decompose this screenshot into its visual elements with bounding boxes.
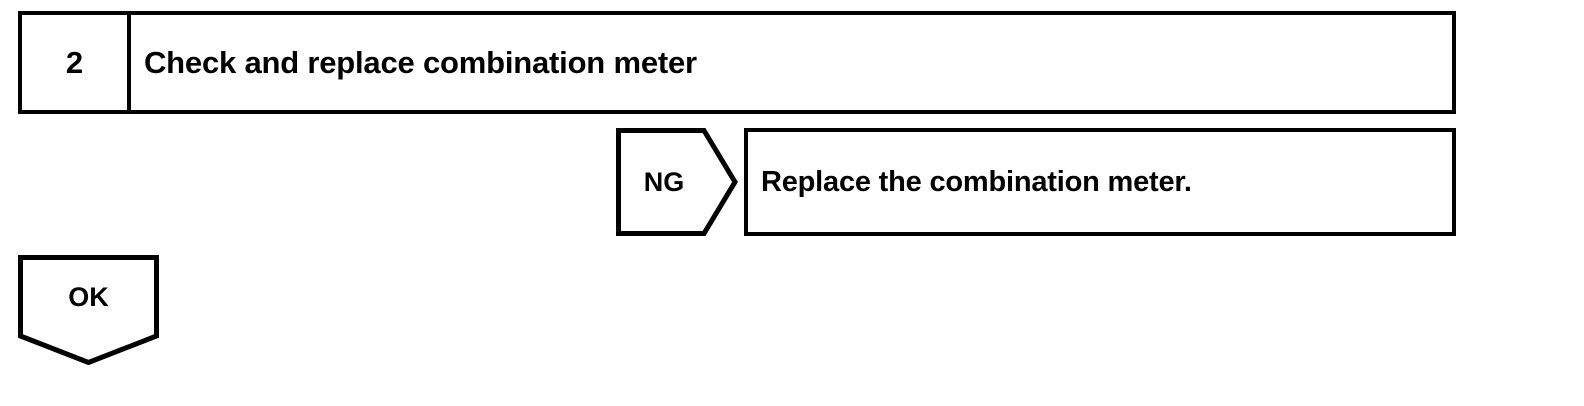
ok-branch-arrow: OK xyxy=(18,255,159,365)
step-title: Check and replace combination meter xyxy=(144,45,697,80)
ng-branch-arrow: NG xyxy=(616,128,738,236)
step-number-cell: 2 xyxy=(22,15,131,110)
step-number: 2 xyxy=(65,45,84,80)
ng-arrow-icon xyxy=(616,128,738,236)
ng-result-text: Replace the combination meter. xyxy=(761,165,1192,198)
ng-result-box: Replace the combination meter. xyxy=(744,128,1456,236)
ok-arrow-icon xyxy=(18,255,159,365)
step-box: 2 Check and replace combination meter xyxy=(18,11,1456,114)
step-title-cell: Check and replace combination meter xyxy=(131,15,1452,110)
